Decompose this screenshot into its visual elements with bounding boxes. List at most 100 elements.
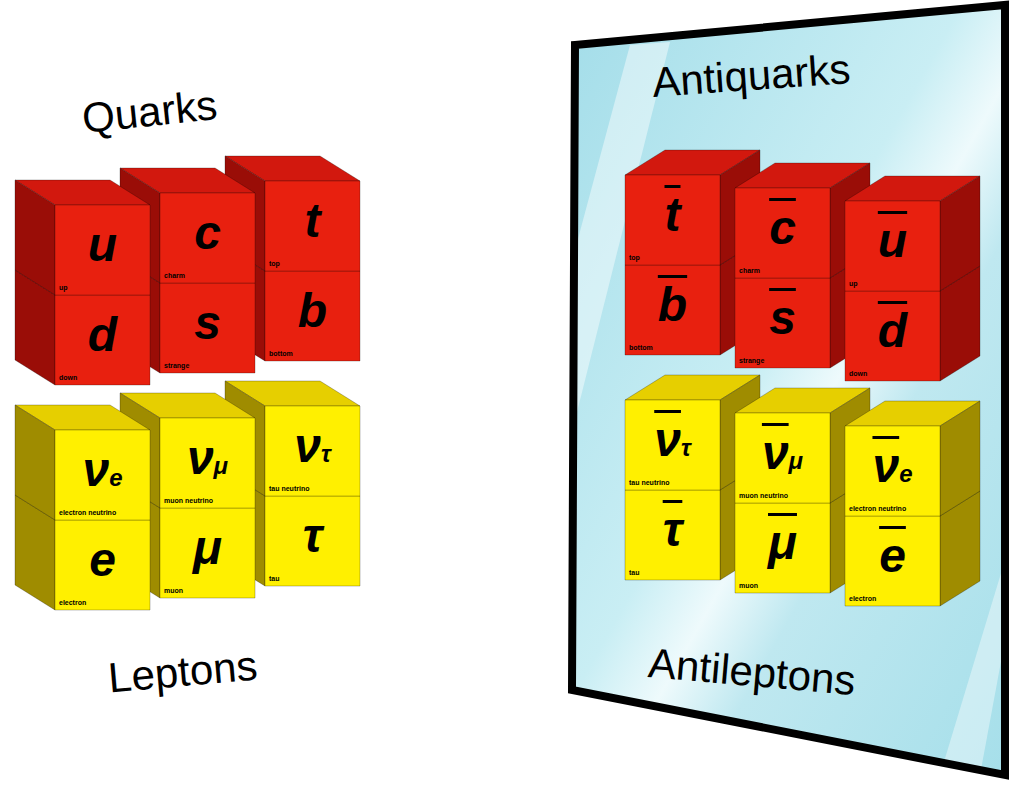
particle-symbol: τ (265, 496, 360, 560)
particle-symbol: t (265, 181, 360, 245)
group-label-wrap: Quarks (80, 81, 220, 143)
cube-face (225, 246, 265, 361)
particle-cube: νeelectron neutrino (15, 405, 150, 520)
cube-face (735, 253, 870, 278)
cube-face (625, 175, 720, 265)
cube-face (845, 201, 940, 291)
cube-front: ντtau neutrino (265, 406, 360, 496)
particle-symbol: νμ (735, 413, 830, 477)
cube-face (225, 381, 265, 496)
cube-face (845, 516, 940, 606)
cube-face (120, 168, 160, 283)
cube-face (940, 266, 980, 381)
particle-name: muon neutrino (164, 497, 213, 504)
cube-front: μ muon (735, 503, 830, 593)
cube-front: s strange (735, 278, 830, 368)
cube-face (265, 271, 360, 361)
cube-front: μ muon (160, 508, 255, 598)
cube-face (120, 393, 160, 508)
particle-symbol: b (625, 265, 720, 329)
cube-front: e electron (55, 520, 150, 610)
particle-name: bottom (629, 344, 653, 351)
cube-face (55, 295, 150, 385)
cube-front: uup (845, 201, 940, 291)
cube-face (265, 181, 360, 271)
particle-symbol: d (55, 295, 150, 359)
particle-name: muon (164, 587, 183, 594)
particle-name: strange (739, 357, 764, 364)
particle-name: strange (164, 362, 189, 369)
particle-symbol: s (735, 278, 830, 342)
particle-name: charm (739, 267, 760, 274)
cube-face (625, 400, 720, 490)
cube-face (55, 430, 150, 520)
particle-name: down (849, 370, 867, 377)
particle-symbol: μ (735, 503, 830, 567)
particle-name: charm (164, 272, 185, 279)
cube-face (625, 490, 720, 580)
cube-front: c charm (160, 193, 255, 283)
cube-front: uup (55, 205, 150, 295)
cube-front: ddown (845, 291, 940, 381)
particle-name: top (269, 260, 280, 267)
particle-cube: uup (845, 176, 980, 291)
cube-face (160, 193, 255, 283)
cube-face (940, 491, 980, 606)
cube-face (625, 465, 760, 490)
particle-symbol: c (160, 193, 255, 257)
particle-symbol: e (55, 520, 150, 584)
cube-face (225, 471, 265, 586)
cube-face (160, 283, 255, 373)
cube-face (120, 483, 255, 508)
cube-face (225, 471, 360, 496)
cube-face (845, 291, 940, 381)
cube-front: t top (265, 181, 360, 271)
cube-shape (15, 180, 150, 295)
cube-face (120, 258, 255, 283)
cube-face (735, 278, 830, 368)
cube-face (625, 240, 760, 265)
particle-symbol: ντ (265, 406, 360, 470)
cube-front: νeelectron neutrino (55, 430, 150, 520)
cube-face (160, 418, 255, 508)
cube-face (120, 258, 160, 373)
cube-front: s strange (160, 283, 255, 373)
particle-symbol: u (55, 205, 150, 269)
cube-face (120, 483, 160, 598)
cube-face (735, 188, 830, 278)
cube-shape (845, 176, 980, 291)
particle-symbol: s (160, 283, 255, 347)
particle-name: tau (629, 569, 640, 576)
mirror-glass (572, 5, 1005, 775)
particle-name: top (629, 254, 640, 261)
particle-name: muon (739, 582, 758, 589)
cube-front: ντ tau neutrino (625, 400, 720, 490)
particle-symbol: μ (160, 508, 255, 572)
cube-shape (845, 401, 980, 516)
cube-face (265, 406, 360, 496)
cube-front: bbottom (265, 271, 360, 361)
particle-symbol: ντ (625, 400, 720, 464)
particle-symbol: τ (625, 490, 720, 554)
particle-symbol: e (845, 516, 940, 580)
group-label: Quarks (80, 81, 220, 143)
particle-name: tau (269, 575, 280, 582)
cube-face (15, 270, 55, 385)
cube-face (265, 496, 360, 586)
particle-name: bottom (269, 350, 293, 357)
particle-name: tau neutrino (629, 479, 669, 486)
cube-face (225, 156, 265, 271)
cube-face (735, 413, 830, 503)
particle-name: electron (59, 599, 86, 606)
cube-front: eelectron (845, 516, 940, 606)
particle-symbol: νe (55, 430, 150, 494)
cube-front: ttop (625, 175, 720, 265)
cube-face (160, 508, 255, 598)
mirror-frame (572, 5, 1005, 775)
cube-front: νμ muon neutrino (735, 413, 830, 503)
mirror-panel: AntiquarksAntileptonsttopccharmuupbbotto… (560, 0, 1012, 785)
particle-name: up (849, 280, 858, 287)
particle-name: muon neutrino (739, 492, 788, 499)
particle-symbol: c (735, 188, 830, 252)
cube-front: νeelectron neutrino (845, 426, 940, 516)
